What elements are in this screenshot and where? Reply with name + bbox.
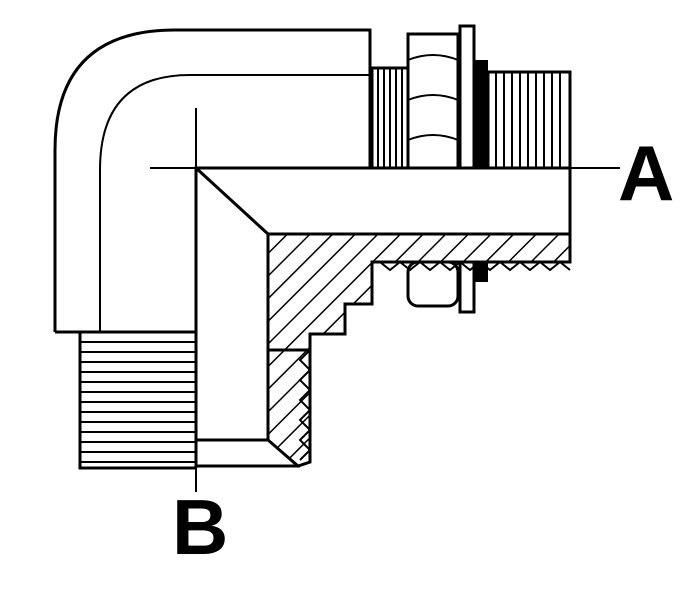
hex-nut-icon bbox=[406, 32, 460, 308]
bore-passage bbox=[194, 166, 572, 442]
thread-upper-left bbox=[370, 66, 410, 170]
port-b-label: B bbox=[172, 483, 229, 571]
elbow-inner-bend bbox=[99, 74, 370, 332]
section-wall-vertical bbox=[266, 348, 312, 468]
thread-port-b bbox=[78, 332, 198, 470]
thread-teeth-port-b bbox=[298, 349, 312, 461]
washer-icon bbox=[458, 24, 476, 314]
elbow-outer-contour bbox=[53, 28, 372, 332]
port-a-label: A bbox=[618, 129, 675, 217]
thread-port-a bbox=[379, 70, 572, 272]
bore-chamfer bbox=[194, 166, 270, 236]
seal-ring-icon bbox=[474, 60, 488, 282]
